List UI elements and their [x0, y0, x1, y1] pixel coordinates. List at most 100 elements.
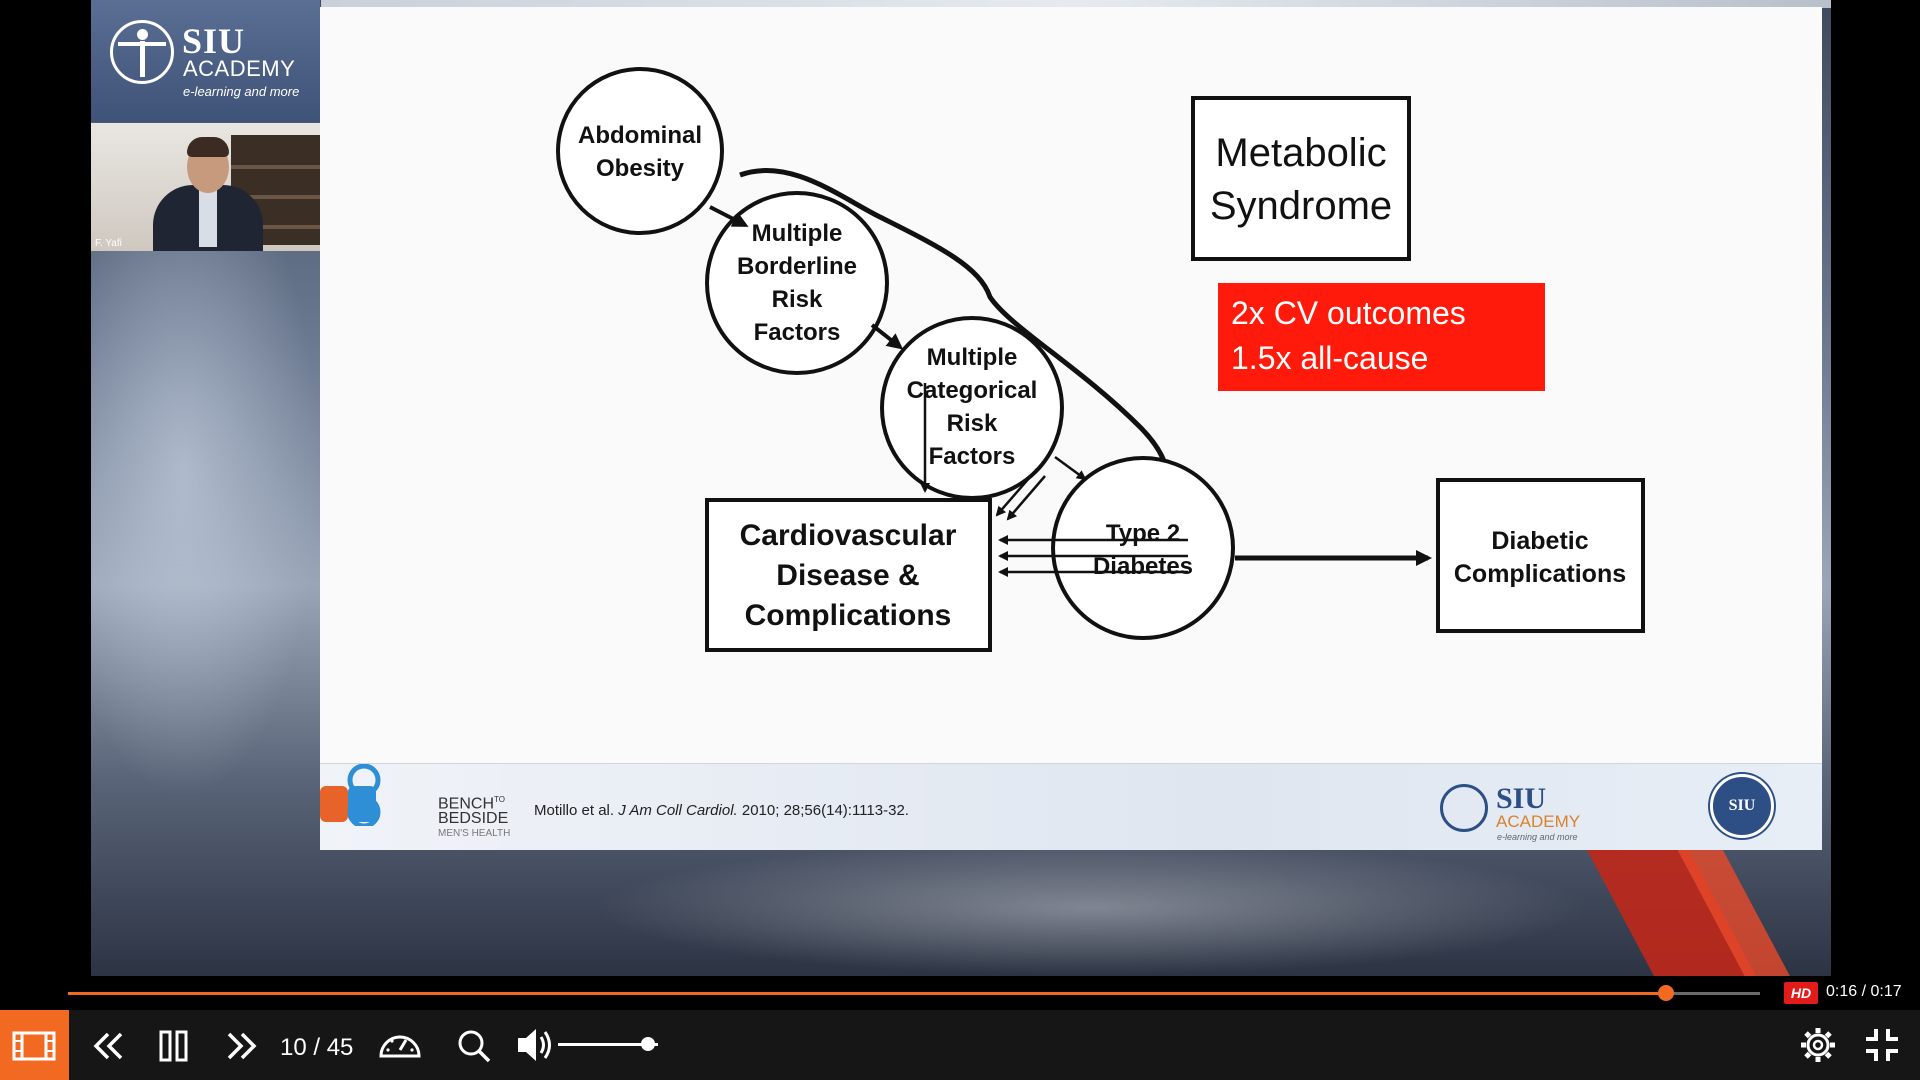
callout-cut-text: m... [1328, 379, 1381, 391]
node-label-line: Type 2 [1106, 520, 1180, 547]
volume-icon [518, 1029, 551, 1061]
siu-footer-tagline: e-learning and more [1497, 832, 1578, 842]
node-label-line: Abdominal [578, 122, 702, 149]
background-glow [91, 250, 321, 800]
arrow-borderline-categorical [870, 323, 904, 350]
node-abdominal-obesity-text: Abdominal Obesity [578, 122, 702, 182]
node-label-line: Multiple [927, 344, 1018, 371]
node-label-line: Diabetes [1093, 553, 1193, 580]
vitruvian-icon [110, 20, 174, 84]
siu-logo-tagline: e-learning and more [183, 84, 300, 99]
vitruvian-icon [1440, 784, 1488, 832]
background-lights [591, 840, 1591, 976]
b2b-line1-sup: TO [494, 795, 505, 804]
control-bar: 10 / 45 [0, 1010, 1920, 1080]
node-label-line: Multiple [752, 220, 843, 247]
node-label-line: Syndrome [1210, 184, 1392, 228]
gear-icon [1801, 1028, 1835, 1062]
siu-academy-logo: SIU ACADEMY e-learning and more [91, 0, 320, 122]
top-band [321, 0, 1831, 8]
syndrome-brace [739, 168, 1171, 488]
siu-seal-logo: SIU [1710, 774, 1774, 838]
presenter-name: F. Yafi [95, 238, 122, 249]
node-type2-diabetes [1051, 456, 1235, 640]
siu-footer-title: SIU [1496, 782, 1547, 815]
node-label-line: Metabolic [1215, 131, 1386, 175]
node-abdominal-obesity [556, 67, 724, 235]
exit-fullscreen-button[interactable] [1862, 1010, 1902, 1080]
node-label-line: Factors [754, 319, 841, 346]
node-label-line: Risk [947, 410, 998, 437]
mute-button[interactable] [514, 1010, 554, 1080]
progress-fill [68, 992, 1667, 995]
hd-badge[interactable]: HD [1784, 982, 1818, 1004]
node-label-line: Cardiovascular [740, 519, 957, 552]
volume-handle[interactable] [641, 1037, 655, 1051]
node-label-line: Factors [929, 443, 1016, 470]
playback-speed-button[interactable] [376, 1010, 424, 1080]
arrow-categorical-t2d [1054, 455, 1087, 481]
citation-ref: 2010; 28;56(14):1113-32. [741, 802, 909, 819]
time-display: 0:16 / 0:17 [1826, 983, 1902, 1000]
siu-academy-footer-logo: SIU ACADEMY e-learning and more [1440, 778, 1610, 844]
node-metabolic-syndrome [1191, 96, 1411, 261]
callout-line: 2x CV outcomes [1231, 295, 1466, 331]
b2b-line2: BEDSIDE [438, 810, 509, 828]
node-label-line: Diabetic [1491, 527, 1588, 555]
progress-bar[interactable] [68, 985, 1760, 1001]
speedometer-icon [379, 1035, 421, 1058]
node-metabolic-syndrome-text: Metabolic Syndrome [1210, 131, 1392, 228]
node-label-line: Obesity [596, 155, 685, 182]
bench-to-bedside-logo [320, 764, 381, 826]
node-diabetic-complications [1436, 478, 1645, 633]
next-slide-button[interactable] [222, 1010, 262, 1080]
presentation-slide: Abdominal Obesity Multiple Borderline Ri… [320, 7, 1822, 850]
double-chevron-left-icon [93, 1032, 123, 1060]
node-label-line: Borderline [737, 253, 857, 280]
previous-slide-button[interactable] [88, 1010, 128, 1080]
citation: Motillo et al. J Am Coll Cardiol. 2010; … [534, 802, 909, 819]
arrow-categorical-cvd-2 [1006, 475, 1046, 521]
slides-button[interactable] [0, 1010, 69, 1080]
red-callout-box: 2x CV outcomes 1.5x all-cause m... [1218, 283, 1545, 391]
node-label-line: Disease & [776, 559, 919, 592]
node-borderline-risk-text: Multiple Borderline Risk Factors [737, 220, 857, 346]
node-label-line: Categorical [907, 377, 1038, 404]
slide-footer: BENCHTO BEDSIDE MEN'S HEALTH Motillo et … [320, 763, 1822, 850]
search-button[interactable] [454, 1010, 494, 1080]
siu-logo-subtitle: ACADEMY [183, 56, 296, 81]
presenter-webcam: F. Yafi [91, 123, 320, 251]
citation-journal: J Am Coll Cardiol. [618, 802, 738, 819]
arrow-categorical-cvd-1 [995, 468, 1038, 517]
siu-logo-title: SIU [182, 21, 246, 61]
bench-to-bedside-text: BENCHTO BEDSIDE MEN'S HEALTH [438, 792, 510, 841]
node-label-line: Complications [1454, 560, 1626, 588]
node-cvd [705, 498, 992, 652]
node-diabetic-complications-text: Diabetic Complications [1454, 527, 1626, 588]
citation-authors: Motillo et al. [534, 802, 615, 819]
node-label-line: Risk [772, 286, 823, 313]
node-type2-diabetes-text: Type 2 Diabetes [1093, 520, 1193, 580]
slide-counter: 10 / 45 [280, 1034, 354, 1061]
pause-icon [159, 1030, 188, 1062]
node-label-line: Complications [745, 599, 952, 632]
siu-footer-subtitle: ACADEMY [1496, 812, 1581, 831]
pause-button[interactable] [156, 1010, 192, 1080]
search-icon [458, 1030, 491, 1063]
progress-handle[interactable] [1658, 985, 1675, 1001]
arrow-obesity-borderline [709, 205, 749, 227]
b2b-line3: MEN'S HEALTH [438, 828, 511, 840]
node-borderline-risk [705, 191, 889, 375]
seal-text: SIU [1728, 797, 1756, 814]
metabolic-syndrome-diagram: Abdominal Obesity Multiple Borderline Ri… [556, 67, 1645, 652]
film-strip-icon [12, 1031, 56, 1061]
exit-fullscreen-icon [1866, 1029, 1898, 1061]
callout-line: 1.5x all-cause [1231, 340, 1429, 376]
settings-button[interactable] [1798, 1010, 1838, 1080]
node-categorical-risk-text: Multiple Categorical Risk Factors [907, 344, 1038, 470]
video-frame[interactable]: SIU ACADEMY e-learning and more F. Yafi [91, 0, 1831, 976]
volume-slider[interactable] [558, 1043, 658, 1046]
node-cvd-text: Cardiovascular Disease & Complications [740, 519, 957, 632]
double-chevron-right-icon [227, 1032, 257, 1060]
